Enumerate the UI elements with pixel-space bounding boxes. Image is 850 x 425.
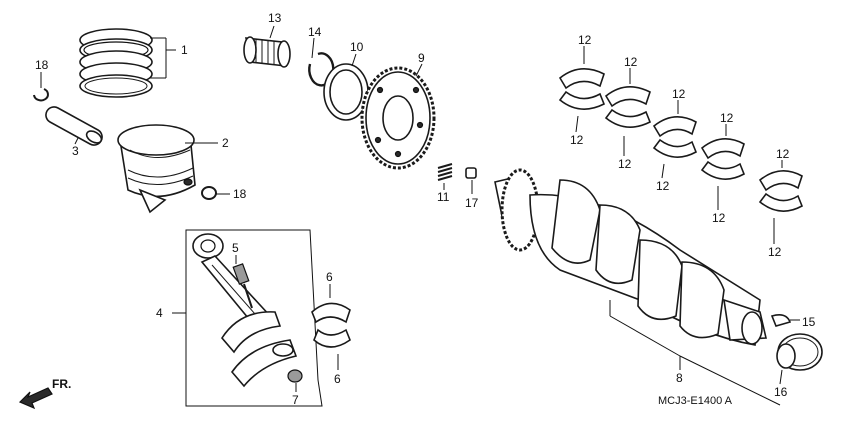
callout-18-upper: 18 [35, 58, 49, 72]
front-direction-arrow: FR. [18, 377, 71, 410]
callout-3: 3 [72, 144, 79, 158]
callout-12-a: 12 [578, 33, 592, 47]
callout-4: 4 [156, 306, 163, 320]
callout-12-h: 12 [712, 211, 726, 225]
callout-2: 2 [222, 136, 229, 150]
callout-14: 14 [308, 25, 322, 39]
gear-pin [465, 167, 477, 194]
diagram-code: MCJ3-E1400 A [658, 395, 733, 407]
conrod-bearings [311, 284, 351, 370]
piston-pin-clip-upper [33, 72, 49, 102]
woodruff-key [770, 314, 800, 327]
callout-6-lower: 6 [334, 372, 341, 386]
callout-12-b: 12 [570, 133, 584, 147]
piston-rings [79, 28, 176, 98]
main-bearing-shells [558, 46, 804, 244]
callout-12-f: 12 [656, 179, 670, 193]
callout-12-e: 12 [672, 87, 686, 101]
callout-15: 15 [802, 315, 816, 329]
callout-10: 10 [350, 40, 364, 54]
callout-7: 7 [292, 393, 299, 407]
callout-16: 16 [774, 385, 788, 399]
callout-6-upper: 6 [326, 270, 333, 284]
callout-5: 5 [232, 241, 239, 255]
callout-8: 8 [676, 371, 683, 385]
front-marker-text: FR. [52, 377, 71, 391]
callout-9: 9 [418, 51, 425, 65]
piston [117, 124, 218, 214]
needle-bearing [243, 25, 291, 68]
crankshaft [494, 168, 781, 406]
callout-18-lower: 18 [233, 187, 247, 201]
callout-17: 17 [465, 196, 479, 210]
piston-pin [45, 106, 103, 146]
callout-12-c: 12 [624, 55, 638, 69]
callout-11: 11 [437, 190, 450, 204]
callout-12-j: 12 [768, 245, 782, 259]
connecting-rod-assembly [172, 229, 323, 407]
callout-13: 13 [268, 11, 282, 25]
thrust-washer [323, 53, 369, 121]
primary-drive-gear [360, 63, 436, 170]
callout-12-g: 12 [720, 111, 734, 125]
crank-end-bearing [776, 333, 823, 385]
callout-12-i: 12 [776, 147, 790, 161]
gear-spring [437, 163, 453, 190]
piston-pin-clip-lower [201, 186, 230, 200]
callout-12-d: 12 [618, 157, 632, 171]
callout-1: 1 [181, 43, 188, 57]
